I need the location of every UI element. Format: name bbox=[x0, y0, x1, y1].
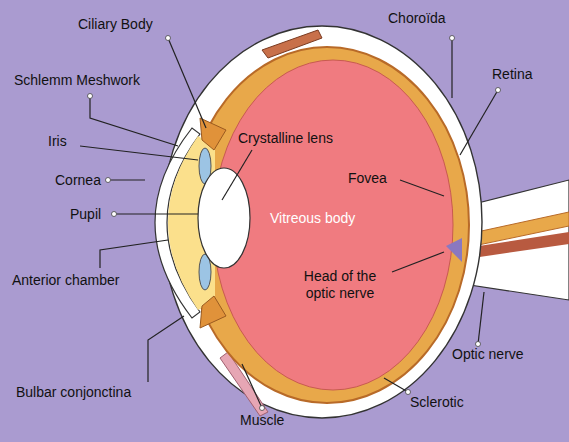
part-label: Retina bbox=[492, 66, 532, 83]
part-label: Anterior chamber bbox=[12, 272, 119, 289]
choroid bbox=[185, 47, 469, 403]
sclera bbox=[162, 26, 482, 418]
part-label: Iris bbox=[48, 133, 67, 150]
part-label: Bulbar conjonctina bbox=[16, 384, 131, 401]
part-label: Pupil bbox=[70, 206, 101, 223]
part-label: Cornea bbox=[55, 172, 101, 189]
part-label: Crystalline lens bbox=[238, 130, 333, 147]
leader-lines bbox=[80, 38, 498, 408]
ciliary-body bbox=[200, 296, 226, 328]
part-label: Sclerotic bbox=[410, 394, 464, 411]
crystalline-lens bbox=[198, 168, 250, 268]
part-label: Choroïda bbox=[388, 10, 446, 27]
part-label: Vitreous body bbox=[270, 210, 355, 227]
leader-dots bbox=[88, 36, 501, 411]
part-label: Optic nerve bbox=[452, 346, 524, 363]
optic-disc bbox=[446, 238, 462, 262]
part-label: Fovea bbox=[348, 170, 387, 187]
part-label: Head of the optic nerve bbox=[288, 268, 392, 302]
part-label: Muscle bbox=[240, 412, 284, 429]
part-label: Ciliary Body bbox=[78, 16, 153, 33]
part-label: Schlemm Meshwork bbox=[14, 72, 140, 89]
